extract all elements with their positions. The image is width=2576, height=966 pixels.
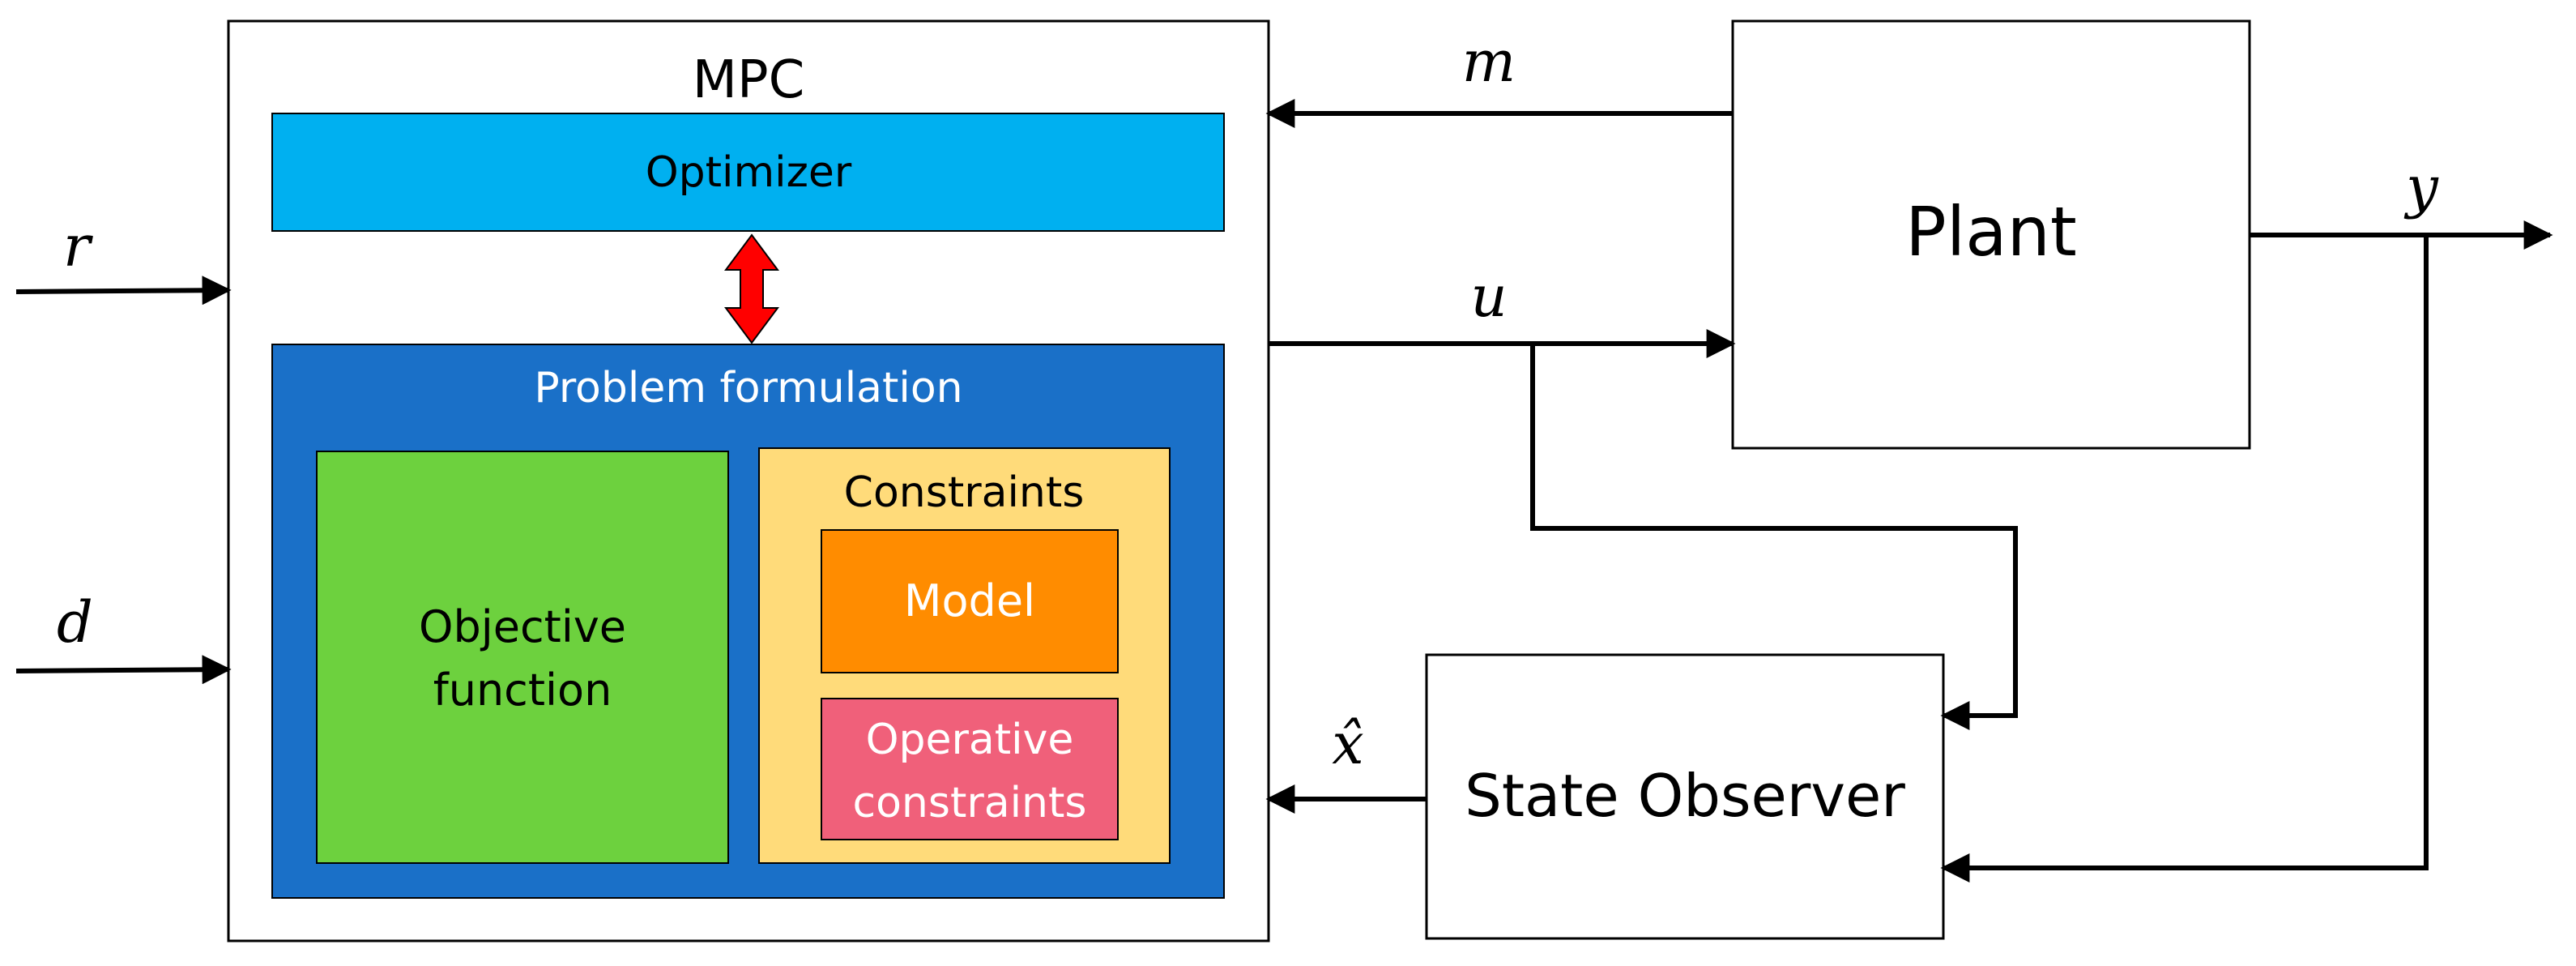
operative-constraints-label-line2: constraints (853, 779, 1087, 827)
optimizer-box (271, 113, 1225, 232)
operative-constraints-label-line1: Operative (866, 716, 1074, 764)
model-label: Model (904, 575, 1035, 626)
bidirectional-arrow (724, 233, 779, 344)
signal-d-label: d (57, 589, 93, 656)
objective-function-box (316, 451, 729, 864)
model-box (821, 529, 1119, 673)
signal-x-hat-label: x̂ (1332, 711, 1363, 777)
signal-r-label: r (63, 213, 93, 280)
objective-function-label-line1: Objective (419, 601, 626, 652)
objective-function-label-line2: function (433, 665, 612, 716)
input-d-arrow (15, 655, 232, 685)
signal-u-label: u (1470, 263, 1507, 330)
plant-box (1731, 19, 2251, 450)
input-r-arrow (15, 276, 232, 306)
constraints-title: Constraints (844, 468, 1085, 517)
optimizer-label: Optimizer (646, 148, 852, 197)
mpc-title: MPC (693, 50, 805, 110)
output-y-feedback-to-observer (1940, 235, 2429, 883)
control-u-branch-to-observer (1530, 344, 2018, 730)
operative-constraints-box (821, 698, 1119, 840)
state-observer-box (1425, 653, 1945, 940)
state-observer-label: State Observer (1465, 762, 1905, 830)
signal-m-label: m (1462, 28, 1516, 95)
problem-formulation-title: Problem formulation (534, 364, 962, 412)
plant-label: Plant (1905, 192, 2077, 271)
signal-y-label: y (2403, 154, 2439, 220)
